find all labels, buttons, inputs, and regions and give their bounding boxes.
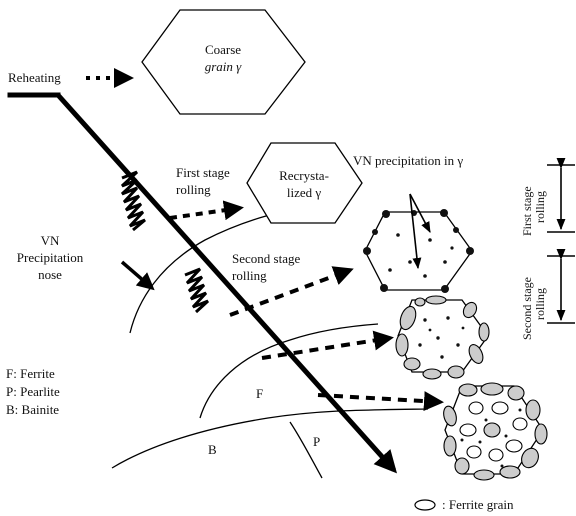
first-stage-arrow	[170, 208, 240, 218]
recrystallized-hexagon	[247, 143, 362, 223]
legend-ferrite: F: Ferrite	[6, 366, 55, 381]
pearlite-start-curve	[112, 409, 428, 468]
region-pearlite-label: P	[313, 434, 320, 449]
transformation-arrow	[318, 395, 440, 402]
second-stage-rolling-label-line2: rolling	[232, 268, 267, 283]
ferrite-grain-legend-label: : Ferrite grain	[442, 497, 514, 512]
second-stage-rolling-label-line1: Second stage	[232, 251, 300, 266]
reheating-label: Reheating	[8, 70, 61, 85]
side-scale-second-stage	[547, 256, 575, 323]
ferrite-grain-legend-icon	[415, 500, 435, 510]
bainite-boundary-curve	[290, 422, 322, 478]
vn-precipitation-in-gamma-label: VN precipitation in γ	[353, 153, 463, 168]
coarse-grain-label-line1: Coarse	[205, 42, 241, 57]
side-first-stage-label-line2: rolling	[533, 191, 547, 223]
thermal-path-arrow-diagonal	[58, 95, 394, 470]
legend-bainite: B: Bainite	[6, 402, 59, 417]
ferrite-start-curve	[200, 324, 378, 418]
region-bainite-label: B	[208, 442, 217, 457]
side-second-stage-label-line1: Second stage	[520, 277, 534, 340]
region-ferrite-label: F	[256, 386, 263, 401]
vn-nose-pointer-arrow	[122, 262, 152, 288]
vn-nose-label-line1: VN	[41, 233, 60, 248]
first-stage-rolling-spring	[122, 172, 145, 230]
second-stage-rolling-spring	[185, 269, 208, 312]
coarse-grain-label-line2: grain γ	[205, 59, 242, 74]
side-first-stage-label-line1: First stage	[520, 186, 534, 236]
vn-nose-label-line2: Precipitation	[17, 250, 84, 265]
side-second-stage-label-line2: rolling	[533, 288, 547, 320]
side-scale-first-stage	[547, 165, 575, 232]
first-stage-rolling-label-line2: rolling	[176, 182, 211, 197]
legend-pearlite: P: Pearlite	[6, 384, 60, 399]
vn-precipitation-hexagon	[365, 212, 472, 290]
first-stage-rolling-label-line1: First stage	[176, 165, 230, 180]
recrystallized-label-line1: Recrysta-	[279, 168, 329, 183]
recrystallized-label-line2: lized γ	[287, 185, 322, 200]
vn-nose-label-line3: nose	[38, 267, 62, 282]
vn-precipitation-nose-curve	[130, 205, 318, 333]
